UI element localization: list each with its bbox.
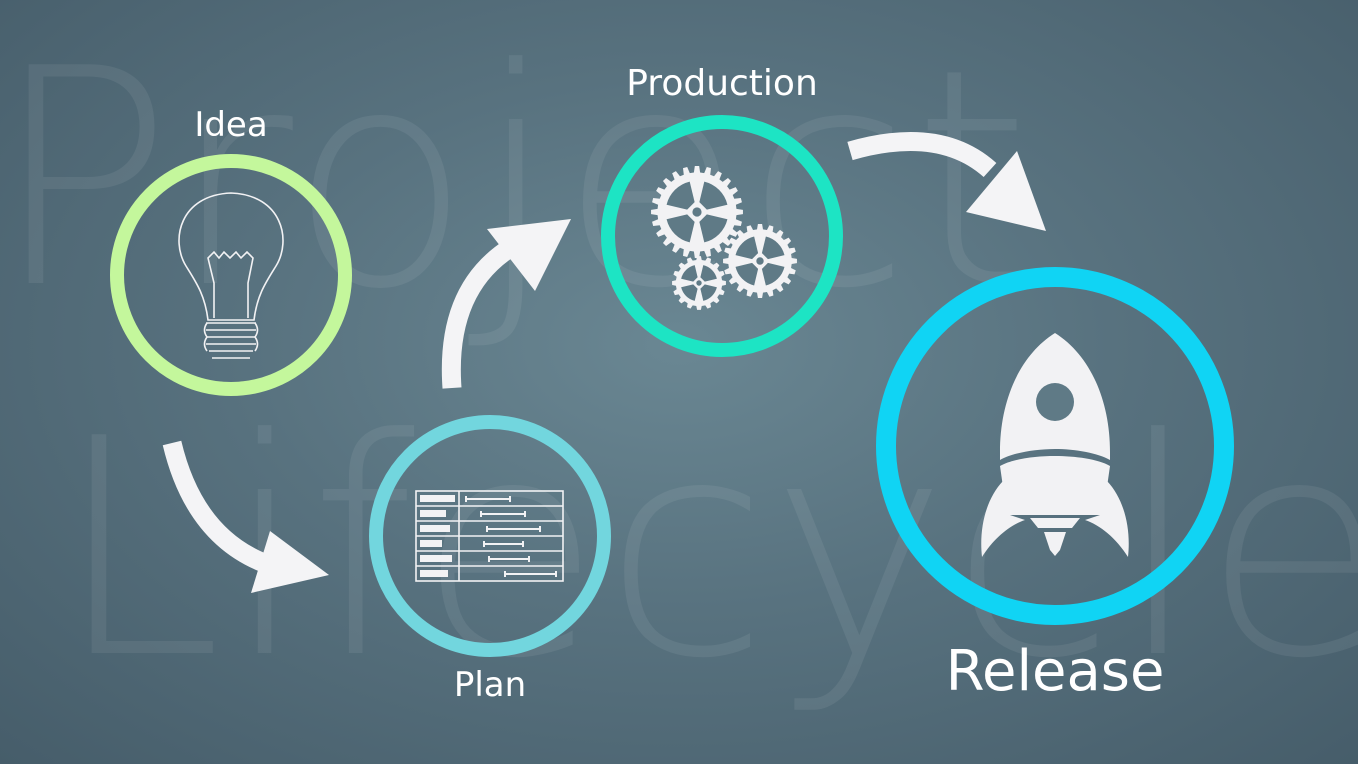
gantt-chart-icon xyxy=(415,490,564,582)
small-gear xyxy=(672,256,726,310)
arrow-idea-to-plan xyxy=(162,440,329,593)
production-stage xyxy=(601,115,843,357)
plan-ring xyxy=(369,415,611,657)
plan-stage xyxy=(369,415,611,657)
idea-stage xyxy=(110,154,352,396)
arrow-production-to-release xyxy=(847,132,1046,231)
production-label: Production xyxy=(626,63,818,104)
release-stage xyxy=(876,267,1234,625)
large-gear xyxy=(651,166,743,258)
lightbulb-icon xyxy=(178,192,284,359)
idea-label: Idea xyxy=(194,105,268,145)
gears-icon xyxy=(651,166,797,310)
release-ring xyxy=(876,267,1234,625)
medium-gear xyxy=(723,224,797,298)
release-label: Release xyxy=(945,639,1165,704)
plan-label: Plan xyxy=(453,665,527,705)
rocket-icon xyxy=(981,333,1129,557)
idea-ring xyxy=(110,154,352,396)
arrow-plan-to-production xyxy=(441,219,571,389)
production-ring xyxy=(601,115,843,357)
